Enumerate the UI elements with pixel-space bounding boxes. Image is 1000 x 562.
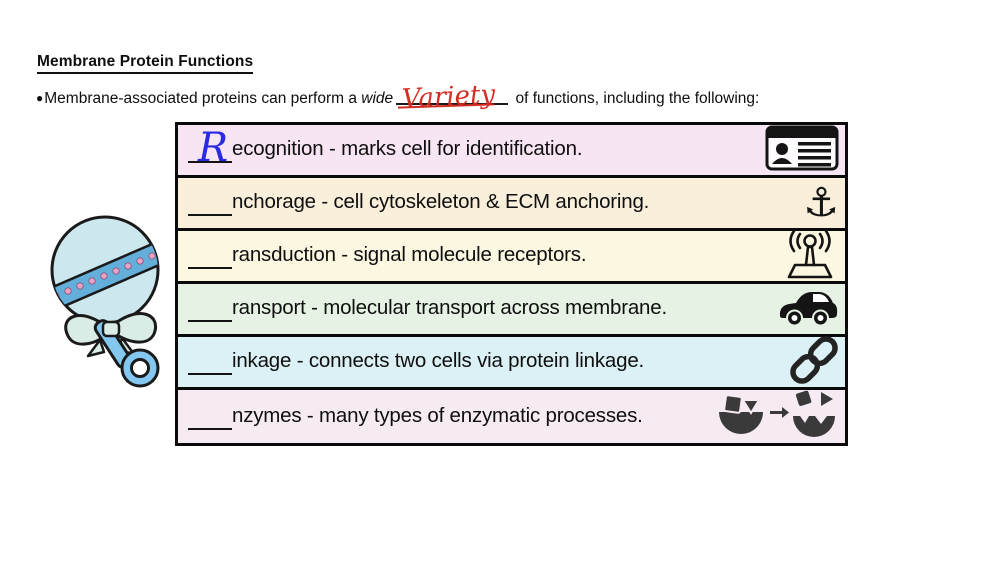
bullet-icon: ● <box>36 91 44 105</box>
fill-in-blank <box>188 190 232 216</box>
row-icon-slot <box>781 229 839 284</box>
fill-in-blank: Variety <box>396 80 509 114</box>
car-icon <box>777 288 839 331</box>
fill-in-blank <box>188 349 232 375</box>
row-icon-slot <box>765 125 839 176</box>
table-row: ransport - molecular transport across me… <box>178 284 845 337</box>
table-row: ransduction - signal molecule receptors. <box>178 229 845 284</box>
antenna-icon <box>781 229 839 284</box>
id-card-icon <box>765 125 839 176</box>
baby-rattle-illustration <box>48 210 175 397</box>
table-row: inkage - connects two cells via protein … <box>178 335 845 390</box>
fill-in-blank <box>188 404 232 430</box>
sentence-emphasis: wide <box>361 90 394 107</box>
fill-in-blank: R <box>188 128 232 168</box>
row-description: nchorage - cell cytoskeleton & ECM ancho… <box>232 190 650 213</box>
row-icon-slot <box>789 335 839 389</box>
row-description: ransport - molecular transport across me… <box>232 296 667 319</box>
row-description: ecognition - marks cell for identificati… <box>232 137 583 160</box>
intro-sentence: ●Membrane-associated proteins can perfor… <box>36 80 760 115</box>
table-row: nchorage - cell cytoskeleton & ECM ancho… <box>178 178 845 231</box>
function-table: R ecognition - marks cell for identifica… <box>175 122 848 446</box>
row-icon-slot <box>715 390 839 443</box>
table-row: R ecognition - marks cell for identifica… <box>178 125 845 178</box>
row-description: ransduction - signal molecule receptors. <box>232 243 587 266</box>
row-icon-slot: ⚓ <box>803 183 839 223</box>
table-row: nzymes - many types of enzymatic process… <box>178 390 845 443</box>
row-description: inkage - connects two cells via protein … <box>232 349 645 372</box>
baby-rattle-icon <box>50 215 160 388</box>
row-description: nzymes - many types of enzymatic process… <box>232 403 643 427</box>
fill-in-blank <box>188 296 232 322</box>
anchor-icon: ⚓ <box>803 180 839 226</box>
handwritten-letter: R <box>198 125 229 171</box>
chain-link-icon <box>789 335 839 389</box>
sentence-suffix: of functions, including the following: <box>511 90 760 107</box>
enzyme-icon <box>715 390 839 443</box>
page-title: Membrane Protein Functions <box>37 53 254 74</box>
row-icon-slot <box>777 288 839 331</box>
sentence-prefix: Membrane-associated proteins can perform… <box>44 90 362 107</box>
fill-in-blank <box>188 243 232 269</box>
